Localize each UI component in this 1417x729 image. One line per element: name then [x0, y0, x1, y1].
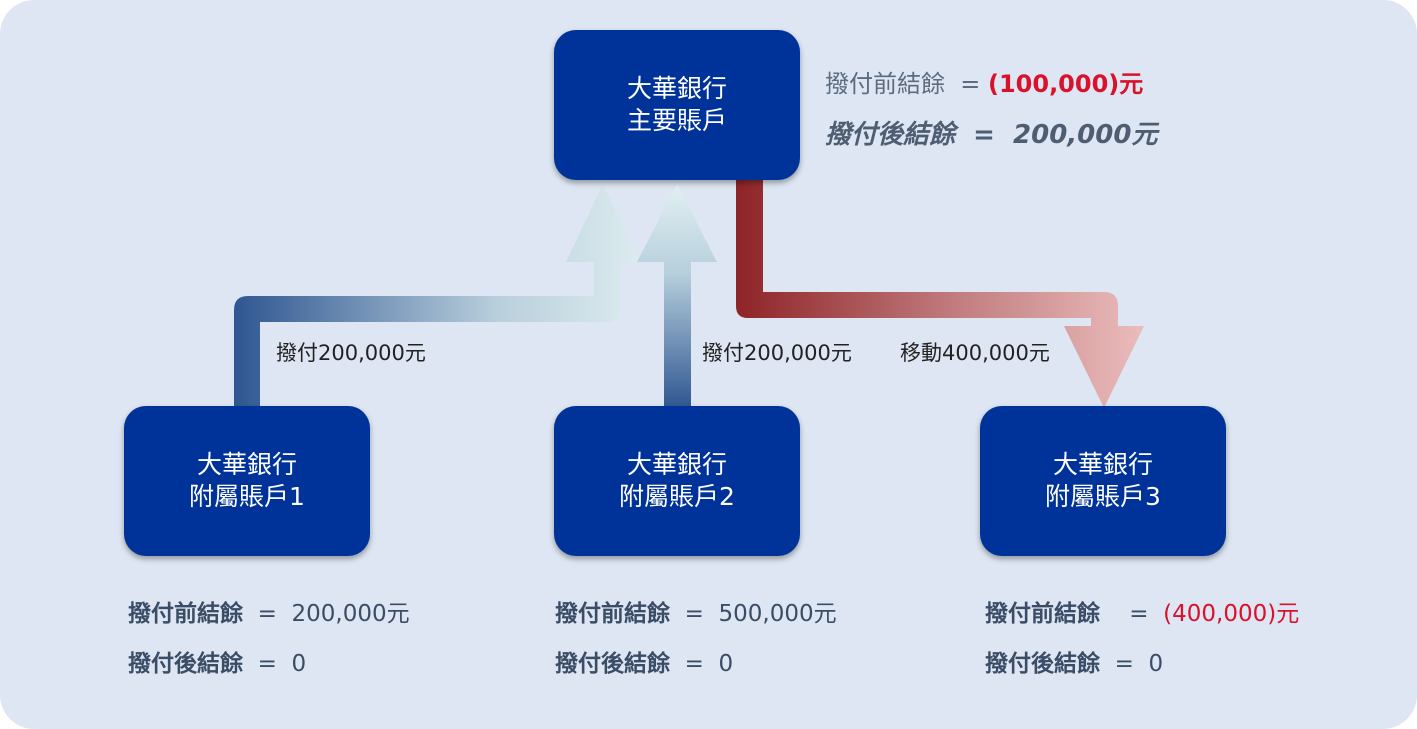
sub-account-2-before-label: 撥付前結餘 — [555, 601, 670, 627]
sub-account-2-after-value: 0 — [718, 651, 734, 677]
main-account-box: 大華銀行 主要賬戶 — [554, 30, 800, 180]
sub-account-1-before-value: 200,000元 — [291, 601, 410, 627]
sub-account-2-box: 大華銀行 附屬賬戶2 — [554, 406, 800, 556]
main-after-label: 撥付後結餘 — [825, 120, 956, 150]
sub-account-3-after-balance: 撥付後結餘 = 0 — [985, 651, 1164, 677]
arrow-sub1-to-main — [234, 184, 640, 408]
main-account-bank: 大華銀行 — [626, 74, 727, 103]
sub-account-2-bank: 大華銀行 — [626, 450, 727, 479]
arrow-main-to-sub3 — [736, 180, 1144, 408]
transfer-label-sub2: 撥付200,000元 — [702, 341, 852, 365]
sub-account-1-after-value: 0 — [291, 651, 307, 677]
sub-account-3-after-label: 撥付後結餘 — [985, 651, 1100, 677]
sub-account-1-name: 附屬賬戶1 — [189, 482, 305, 511]
arrow-sub2-to-main — [637, 184, 717, 408]
transfer-label-sub1: 撥付200,000元 — [276, 341, 426, 365]
sub-account-3-before-value: (400,000)元 — [1163, 601, 1300, 627]
sub-account-2-name: 附屬賬戶2 — [619, 482, 735, 511]
main-before-label: 撥付前結餘 — [825, 70, 945, 98]
sub-account-3-before-label: 撥付前結餘 — [985, 601, 1100, 627]
main-after-balance: 撥付後結餘 = 200,000元 — [825, 120, 1158, 150]
sub-account-2-after-balance: 撥付後結餘 = 0 — [555, 651, 734, 677]
sub-account-1-after-balance: 撥付後結餘 = 0 — [128, 651, 307, 677]
sub-account-1-before-balance: 撥付前結餘 = 200,000元 — [128, 601, 410, 627]
sub-account-3-box: 大華銀行 附屬賬戶3 — [980, 406, 1226, 556]
sub-account-1-before-label: 撥付前結餘 — [128, 601, 243, 627]
sub-account-1-after-label: 撥付後結餘 — [128, 651, 243, 677]
sub-account-2-before-value: 500,000元 — [718, 601, 837, 627]
sub-account-3-name: 附屬賬戶3 — [1045, 482, 1161, 511]
sub-account-3-after-value: 0 — [1148, 651, 1164, 677]
transfer-label-sub3: 移動400,000元 — [900, 341, 1050, 365]
main-before-balance: 撥付前結餘 = (100,000)元 — [825, 70, 1144, 98]
main-account-name: 主要賬戶 — [626, 106, 727, 135]
sub-account-2-after-label: 撥付後結餘 — [555, 651, 670, 677]
sub-account-3-bank: 大華銀行 — [1052, 450, 1153, 479]
main-before-value: (100,000)元 — [988, 70, 1144, 98]
sub-account-1-box: 大華銀行 附屬賬戶1 — [124, 406, 370, 556]
sub-account-3-before-balance: 撥付前結餘 = (400,000)元 — [985, 601, 1300, 627]
sub-account-2-before-balance: 撥付前結餘 = 500,000元 — [555, 601, 837, 627]
main-after-value: 200,000元 — [1013, 120, 1158, 150]
sub-account-1-bank: 大華銀行 — [196, 450, 297, 479]
